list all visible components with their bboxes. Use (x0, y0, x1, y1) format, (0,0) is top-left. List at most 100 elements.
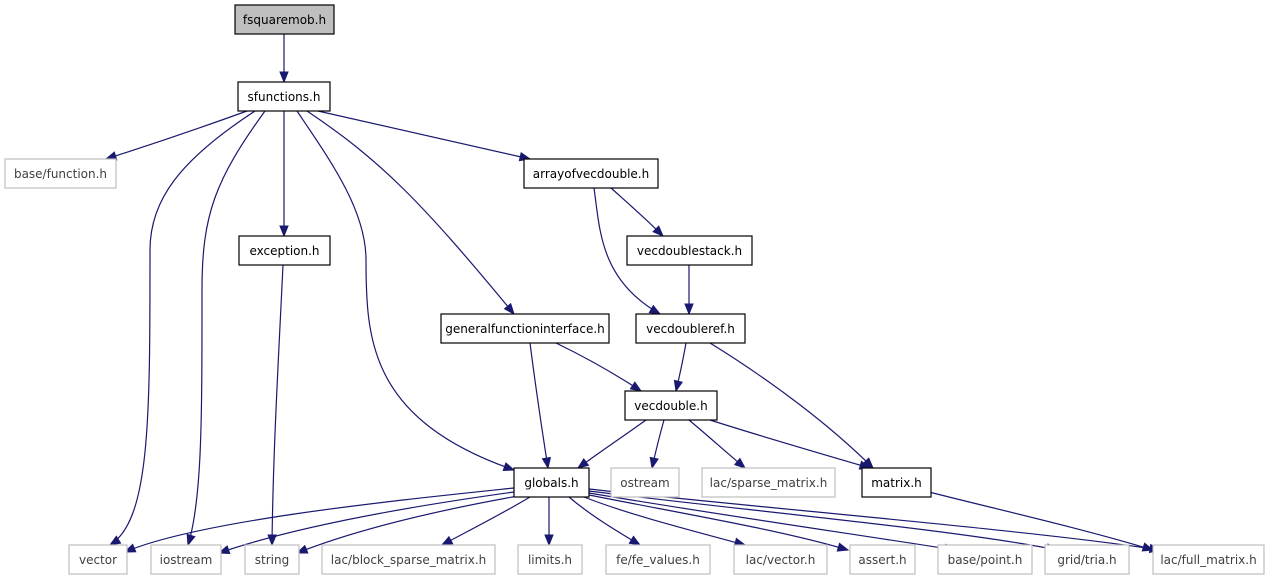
node-exception[interactable]: exception.h (238, 235, 331, 266)
node-label: fe/fe_values.h (616, 553, 700, 567)
edge-globals-to-lac-full-matrix (588, 488, 1161, 551)
node-box (68, 544, 128, 575)
node-box (4, 158, 117, 189)
dependency-edges (104, 34, 1162, 555)
edge-vecdouble-to-globals (577, 419, 647, 469)
node-label: exception.h (249, 244, 319, 258)
node-box (701, 467, 836, 498)
node-matrix[interactable]: matrix.h (861, 467, 932, 498)
edge-globals-to-assert (588, 494, 849, 551)
arrowhead-icon (836, 542, 850, 552)
edge-vecdoubleref-to-matrix (709, 342, 874, 469)
arrowhead-icon (217, 545, 231, 555)
arrowhead-icon (544, 534, 554, 547)
node-arrayofvecdouble[interactable]: arrayofvecdouble.h (523, 158, 659, 189)
node-box (440, 313, 610, 344)
node-label: lac/full_matrix.h (1160, 553, 1256, 567)
arrowhead-icon (279, 225, 289, 238)
node-label: generalfunctioninterface.h (445, 322, 605, 336)
node-ostream: ostream (610, 467, 680, 498)
edge-sfunctions-to-vector (109, 110, 256, 546)
node-label: base/function.h (14, 167, 107, 181)
node-label: vecdoubleref.h (646, 322, 735, 336)
arrowhead-icon (673, 379, 684, 393)
node-vecdoubleref[interactable]: vecdoubleref.h (635, 313, 746, 344)
node-box (321, 544, 496, 575)
node-fsquaremob[interactable]: fsquaremob.h (234, 4, 335, 35)
arrowhead-icon (541, 456, 552, 470)
node-label: lac/sparse_matrix.h (710, 476, 828, 490)
edge-globals-to-string (296, 495, 519, 554)
node-box (605, 544, 711, 575)
arrowhead-icon (108, 535, 122, 546)
edge-generalfunctioninterface-to-globals (529, 342, 549, 469)
node-label: vecdoublestack.h (637, 244, 742, 258)
edge-exception-to-string (271, 264, 284, 546)
edge-sfunctions-to-arrayofvecdouble (317, 110, 531, 160)
node-label: base/point.h (948, 553, 1023, 567)
edge-sfunctions-to-iostream (187, 110, 266, 546)
node-box (244, 544, 300, 575)
node-iostream: iostream (150, 544, 222, 575)
edge-globals-to-base-point (588, 492, 956, 551)
node-box (234, 4, 335, 35)
arrowhead-icon (629, 381, 643, 392)
node-lac-block-sparse-matrix: lac/block_sparse_matrix.h (321, 544, 496, 575)
edge-sfunctions-to-generalfunctioninterface (306, 110, 515, 315)
node-label: globals.h (524, 476, 578, 490)
node-box (624, 390, 718, 421)
node-box (635, 313, 746, 344)
arrowhead-icon (649, 456, 659, 470)
arrowhead-icon (684, 303, 694, 316)
arrowhead-icon (648, 304, 662, 315)
node-box (513, 467, 590, 498)
node-label: fsquaremob.h (243, 13, 326, 27)
node-box (237, 81, 331, 112)
node-label: lac/block_sparse_matrix.h (331, 553, 487, 567)
node-label: limits.h (528, 553, 572, 567)
arrowhead-icon (652, 225, 664, 237)
arrowhead-icon (576, 457, 590, 469)
node-sfunctions[interactable]: sfunctions.h (237, 81, 331, 112)
node-box (150, 544, 222, 575)
node-vector: vector (68, 544, 128, 575)
node-label: vector (79, 553, 117, 567)
node-label: matrix.h (871, 476, 922, 490)
edge-generalfunctioninterface-to-vecdouble (555, 342, 642, 392)
node-label: grid/tria.h (1057, 553, 1116, 567)
node-box (733, 544, 828, 575)
node-base-function: base/function.h (4, 158, 117, 189)
node-grid-tria: grid/tria.h (1044, 544, 1130, 575)
node-limits: limits.h (517, 544, 583, 575)
node-vecdouble[interactable]: vecdouble.h (624, 390, 718, 421)
edge-arrayofvecdouble-to-vecdoublestack (610, 187, 664, 237)
node-lac-vector: lac/vector.h (733, 544, 828, 575)
edge-globals-to-iostream (218, 491, 515, 554)
file-nodes: fsquaremob.h sfunctions.h base/function.h a… (4, 4, 1265, 575)
arrowhead-icon (279, 71, 289, 84)
node-label: lac/vector.h (746, 553, 816, 567)
node-label: iostream (160, 553, 213, 567)
node-label: arrayofvecdouble.h (533, 167, 649, 181)
node-label: vecdouble.h (634, 399, 707, 413)
arrowhead-icon (503, 302, 515, 316)
node-base-point: base/point.h (937, 544, 1033, 575)
node-box (517, 544, 583, 575)
node-globals[interactable]: globals.h (513, 467, 590, 498)
edge-arrayofvecdouble-to-vecdoubleref (593, 187, 661, 315)
node-box (937, 544, 1033, 575)
node-box (1044, 544, 1130, 575)
arrowhead-icon (123, 543, 137, 553)
node-label: string (255, 553, 289, 567)
arrowhead-icon (440, 535, 454, 546)
edge-globals-to-lac-block-sparse-matrix (441, 496, 531, 546)
node-fe-fe-values: fe/fe_values.h (605, 544, 711, 575)
node-vecdoublestack[interactable]: vecdoublestack.h (626, 235, 753, 266)
edge-matrix-to-lac-full-matrix (928, 491, 1154, 551)
node-generalfunctioninterface[interactable]: generalfunctioninterface.h (440, 313, 610, 344)
arrowhead-icon (733, 457, 747, 469)
arrowhead-icon (186, 533, 196, 547)
node-label: ostream (620, 476, 669, 490)
node-box (610, 467, 680, 498)
